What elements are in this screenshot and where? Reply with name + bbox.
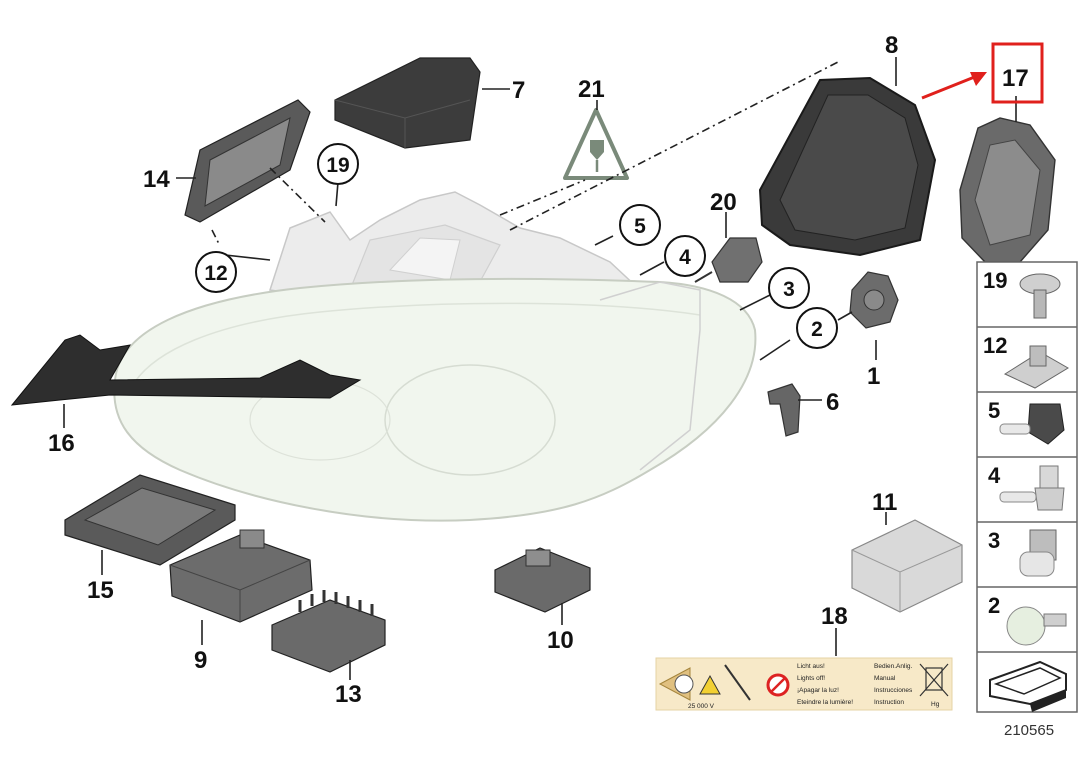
callout-8: 8 [885, 32, 898, 59]
diagram-id: 210565 [1004, 722, 1054, 739]
part-11-box [851, 519, 963, 613]
hardware-sidebar: 19 12 5 4 3 2 [976, 261, 1078, 713]
part-17-component [959, 117, 1056, 263]
leader-lines [63, 57, 1017, 680]
callout-1: 1 [867, 363, 880, 390]
callout-18: 18 [821, 603, 848, 630]
callout-17: 17 [1002, 65, 1029, 92]
label-line: Manual [874, 675, 896, 682]
bin-icon [919, 663, 949, 697]
hg-text: Hg [931, 701, 940, 708]
bulb-icon [999, 403, 1065, 445]
label-line: Instrucciones [874, 687, 913, 694]
part-7-cover [334, 57, 481, 149]
part-20-actuator [694, 237, 763, 283]
callout-10: 10 [547, 627, 574, 654]
callout-6: 6 [826, 389, 839, 416]
clip-nut-icon [1003, 345, 1069, 389]
voltage-text: 25 000 V [688, 703, 715, 710]
sidebar-label-2: 2 [988, 593, 1000, 618]
screw-icon [1019, 273, 1061, 319]
part-13-heat-sink [271, 590, 386, 673]
callout-16: 16 [48, 430, 75, 457]
sidebar-label-19: 19 [983, 268, 1007, 293]
label-line: Licht aus! [797, 663, 825, 670]
circled-callouts: 19 12 5 4 3 2 [195, 143, 838, 349]
label-line: ¡Apagar la luz! [797, 687, 839, 694]
callout-5: 5 [634, 215, 646, 238]
callouts: 7 14 21 8 17 20 1 6 16 15 9 13 10 11 18 [48, 32, 1029, 708]
callout-7: 7 [512, 77, 525, 104]
callout-12: 12 [204, 262, 227, 285]
label-line: Bedien.Anlig. [874, 663, 912, 670]
callout-20: 20 [710, 189, 737, 216]
callout-4: 4 [679, 246, 691, 269]
high-voltage-warning-icon [563, 108, 629, 180]
label-line: Lights off! [797, 675, 825, 682]
part-14-control-unit [184, 99, 311, 223]
callout-9: 9 [194, 647, 207, 674]
bulb-icon [1019, 529, 1057, 577]
bulb-icon [1006, 606, 1067, 646]
part-16-seal [10, 334, 362, 406]
part-10-module [494, 547, 591, 613]
arrow-icon [989, 660, 1067, 712]
part-1-socket [849, 271, 899, 329]
callout-14: 14 [143, 166, 170, 193]
callout-3: 3 [783, 278, 795, 301]
headlight-housing [113, 191, 757, 522]
sidebar-label-5: 5 [988, 398, 1000, 423]
callout-13: 13 [335, 681, 362, 708]
sidebar-label-3: 3 [988, 528, 1000, 553]
sidebar-label-12: 12 [983, 333, 1007, 358]
highlight-marker [921, 42, 1044, 104]
callout-19: 19 [326, 154, 349, 177]
callout-2: 2 [811, 318, 823, 341]
part-9-ballast [169, 529, 313, 623]
callout-11: 11 [872, 489, 897, 516]
label-line: Instruction [874, 699, 904, 706]
sidebar-label-4: 4 [988, 463, 1001, 488]
part-8-cap [758, 76, 937, 257]
part-6-grommet [767, 383, 801, 437]
label-line: Eteindre la lumière! [797, 699, 853, 706]
callout-15: 15 [87, 577, 114, 604]
bulb-icon [999, 465, 1065, 511]
part-18-warning-label: 25 000 V Licht aus! Lights off! ¡Apagar … [655, 657, 953, 711]
callout-21: 21 [578, 76, 605, 103]
part-15-housing [64, 474, 236, 566]
